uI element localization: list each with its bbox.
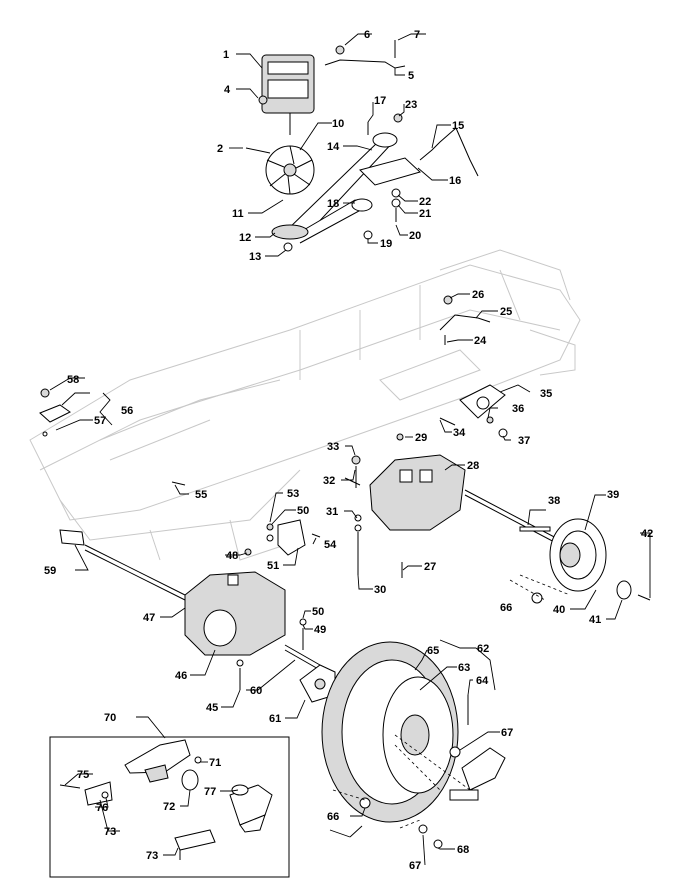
- hydraulic-pump: [261, 54, 315, 135]
- left-transmission: [84, 544, 321, 671]
- callout-10: 10: [332, 118, 344, 130]
- callout-61: 61: [269, 713, 281, 725]
- callout-57: 57: [94, 415, 106, 427]
- callout-75: 75: [77, 769, 89, 781]
- callout-20: 20: [409, 230, 421, 242]
- right-transmission: [344, 454, 561, 546]
- callout-35: 35: [540, 388, 552, 400]
- callout-26: 26: [472, 289, 484, 301]
- callout-59: 59: [44, 565, 56, 577]
- callout-45: 45: [206, 702, 218, 714]
- callout-71: 71: [209, 757, 221, 769]
- callout-7: 7: [414, 29, 420, 41]
- callout-73a: 73: [104, 826, 116, 838]
- callout-68: 68: [457, 844, 469, 856]
- left-bracket: [39, 388, 71, 437]
- left-hardware: [171, 481, 307, 690]
- callout-15: 15: [452, 120, 464, 132]
- tension-spring: [419, 127, 479, 177]
- callout-67b: 67: [409, 860, 421, 872]
- callout-39: 39: [607, 489, 619, 501]
- callout-33: 33: [327, 441, 339, 453]
- callout-42: 42: [641, 528, 653, 540]
- right-hardware: [351, 433, 551, 578]
- callout-27: 27: [424, 561, 436, 573]
- callout-36: 36: [512, 403, 524, 415]
- callout-73b: 73: [146, 850, 158, 862]
- callout-19: 19: [380, 238, 392, 250]
- callout-12: 12: [239, 232, 251, 244]
- callout-6: 6: [364, 29, 370, 41]
- callout-29: 29: [415, 432, 427, 444]
- callout-56: 56: [121, 405, 133, 417]
- callout-14: 14: [327, 141, 340, 153]
- tensioner-arm: [359, 157, 421, 186]
- callout-47: 47: [143, 612, 155, 624]
- drive-pulley: [271, 132, 398, 240]
- callout-1: 1: [223, 49, 229, 61]
- callout-66a: 66: [500, 602, 512, 614]
- callout-labels: 1 2 4 5 6 7 10 11 12 13 14 15 16 17 18 1…: [44, 29, 653, 872]
- callout-21: 21: [419, 208, 431, 220]
- hardware-top: [245, 40, 403, 252]
- chassis-frame-outline: [29, 249, 581, 561]
- callout-37: 37: [518, 435, 530, 447]
- left-axle-sleeve: [59, 529, 85, 546]
- callout-62: 62: [477, 643, 489, 655]
- callout-23: 23: [405, 99, 417, 111]
- callout-11: 11: [232, 208, 244, 220]
- callout-22: 22: [419, 196, 431, 208]
- callout-40: 40: [553, 604, 565, 616]
- callout-48: 48: [226, 550, 238, 562]
- callout-54: 54: [324, 539, 337, 551]
- callout-25: 25: [500, 306, 512, 318]
- callout-24: 24: [474, 335, 487, 347]
- callout-17: 17: [374, 95, 386, 107]
- right-wheel-hardware: [332, 695, 506, 849]
- control-rod: [324, 59, 406, 69]
- callout-50b: 50: [312, 606, 324, 618]
- callout-31: 31: [326, 506, 338, 518]
- callout-55: 55: [195, 489, 207, 501]
- right-hub-and-rim: [509, 518, 651, 604]
- callout-64: 64: [476, 675, 489, 687]
- callout-32: 32: [323, 475, 335, 487]
- callout-34: 34: [453, 427, 466, 439]
- callout-46: 46: [175, 670, 187, 682]
- tyre: [321, 641, 471, 823]
- callout-18: 18: [327, 198, 339, 210]
- callout-77: 77: [204, 786, 216, 798]
- callout-76: 76: [96, 802, 108, 814]
- callout-4: 4: [224, 84, 231, 96]
- left-wheel-hub: [299, 664, 336, 703]
- callout-65: 65: [427, 645, 439, 657]
- callout-13: 13: [249, 251, 261, 263]
- inset-box: [49, 736, 290, 878]
- callout-16: 16: [449, 175, 461, 187]
- callout-63: 63: [458, 662, 470, 674]
- callout-49: 49: [314, 624, 326, 636]
- callout-66b: 66: [327, 811, 339, 823]
- callout-60: 60: [250, 685, 262, 697]
- callout-72: 72: [163, 801, 175, 813]
- left-bracket-51: [244, 519, 321, 556]
- callout-67a: 67: [501, 727, 513, 739]
- cooling-fan: [265, 145, 315, 195]
- callout-2: 2: [217, 143, 223, 155]
- callout-58: 58: [67, 374, 79, 386]
- callout-53: 53: [287, 488, 299, 500]
- callout-38: 38: [548, 495, 560, 507]
- callout-51: 51: [267, 560, 279, 572]
- callout-5: 5: [408, 70, 414, 82]
- callout-28: 28: [467, 460, 479, 472]
- hardware-upper-right: [439, 295, 508, 438]
- callout-70: 70: [104, 712, 116, 724]
- callout-30: 30: [374, 584, 386, 596]
- leader-lines: [49, 33, 651, 866]
- callout-50a: 50: [297, 505, 309, 517]
- callout-41: 41: [589, 614, 601, 626]
